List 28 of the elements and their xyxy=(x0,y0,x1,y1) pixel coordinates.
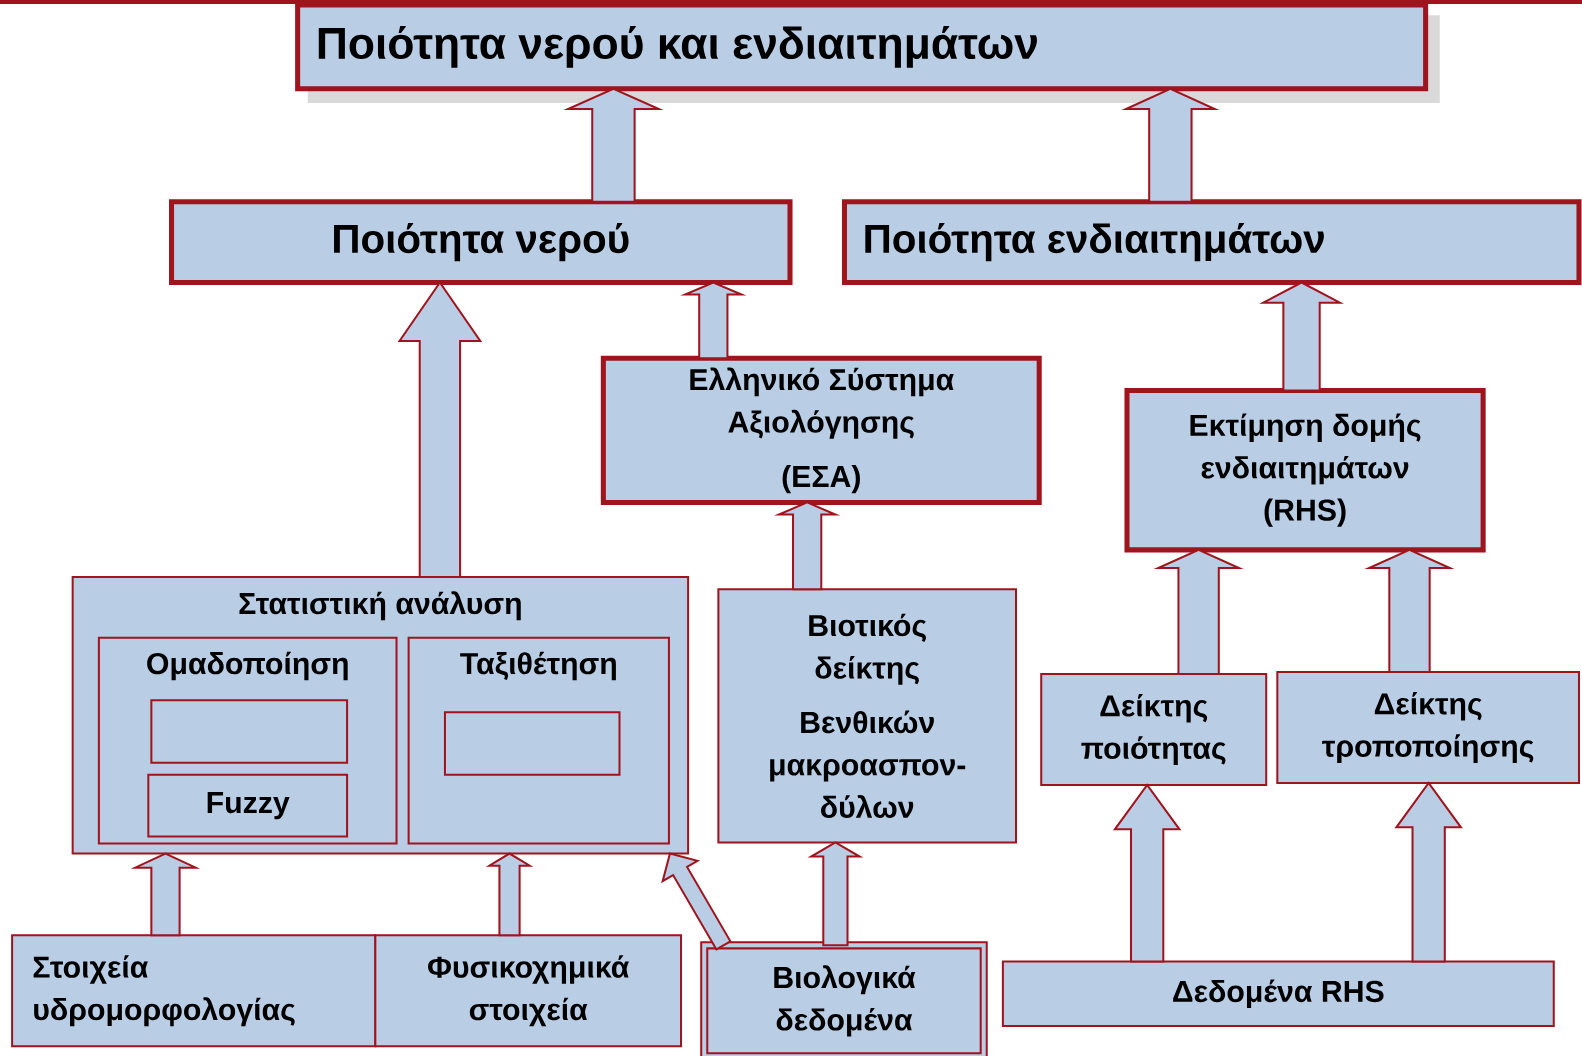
process-box: Ελληνικό Σύστημα Αξιολόγησης (ΕΣΑ) xyxy=(600,355,1042,505)
block-arrow xyxy=(773,501,841,591)
block-arrow xyxy=(130,852,201,937)
process-box: Εκτίμηση δομής ενδιαιτημάτων (RHS) xyxy=(1124,387,1486,553)
empty-box xyxy=(443,711,621,776)
block-arrow xyxy=(1259,281,1344,392)
heading-box: Ποιότητα ενδιαιτημάτων xyxy=(841,199,1582,285)
title-box: Ποιότητα νερού και ενδιαιτημάτων xyxy=(295,2,1440,103)
process-box: Δείκτης ποιότητας xyxy=(1040,672,1268,786)
empty-box xyxy=(150,699,349,764)
data-box: Φυσικοχημικά στοιχεία xyxy=(374,934,683,1048)
block-arrow xyxy=(807,841,864,947)
block-arrow xyxy=(1153,548,1244,675)
process-box: Δείκτης τροποποίησης xyxy=(1276,670,1580,784)
process-box: Βιοτικός δείκτης Βενθικών μακροασπον-δύλων xyxy=(717,588,1017,844)
block-arrow xyxy=(1121,87,1220,203)
block-arrow xyxy=(661,852,732,951)
block-arrow xyxy=(563,87,664,203)
heading-box: Ποιότητα νερού xyxy=(169,199,793,285)
block-arrow xyxy=(1364,548,1455,673)
data-box: Δεδομένα RHS xyxy=(1001,960,1555,1027)
block-arrow xyxy=(1394,781,1463,963)
block-arrow xyxy=(680,281,747,359)
method-box: Fuzzy xyxy=(147,773,349,838)
data-box: Βιολογικά δεδομένα xyxy=(700,941,988,1056)
block-arrow xyxy=(485,852,534,937)
block-arrow xyxy=(1112,783,1182,963)
data-box: Στοιχεία υδρομορφολογίας xyxy=(11,934,377,1048)
